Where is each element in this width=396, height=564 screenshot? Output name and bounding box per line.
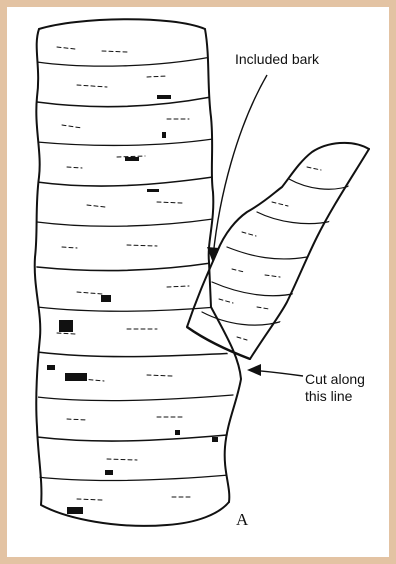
cut-arrow (247, 364, 303, 376)
included-bark-label: Included bark (235, 51, 319, 68)
panel-label: A (236, 511, 248, 528)
included-bark-arrow (207, 75, 267, 263)
cut-along-line-label: Cut along this line (305, 371, 365, 405)
cut-label-line-1: Cut along (305, 371, 365, 388)
tree-trunk (35, 19, 241, 526)
tree-illustration (7, 7, 389, 557)
cut-label-line-2: this line (305, 388, 365, 405)
figure-panel: Included bark Cut along this line A (7, 7, 389, 557)
